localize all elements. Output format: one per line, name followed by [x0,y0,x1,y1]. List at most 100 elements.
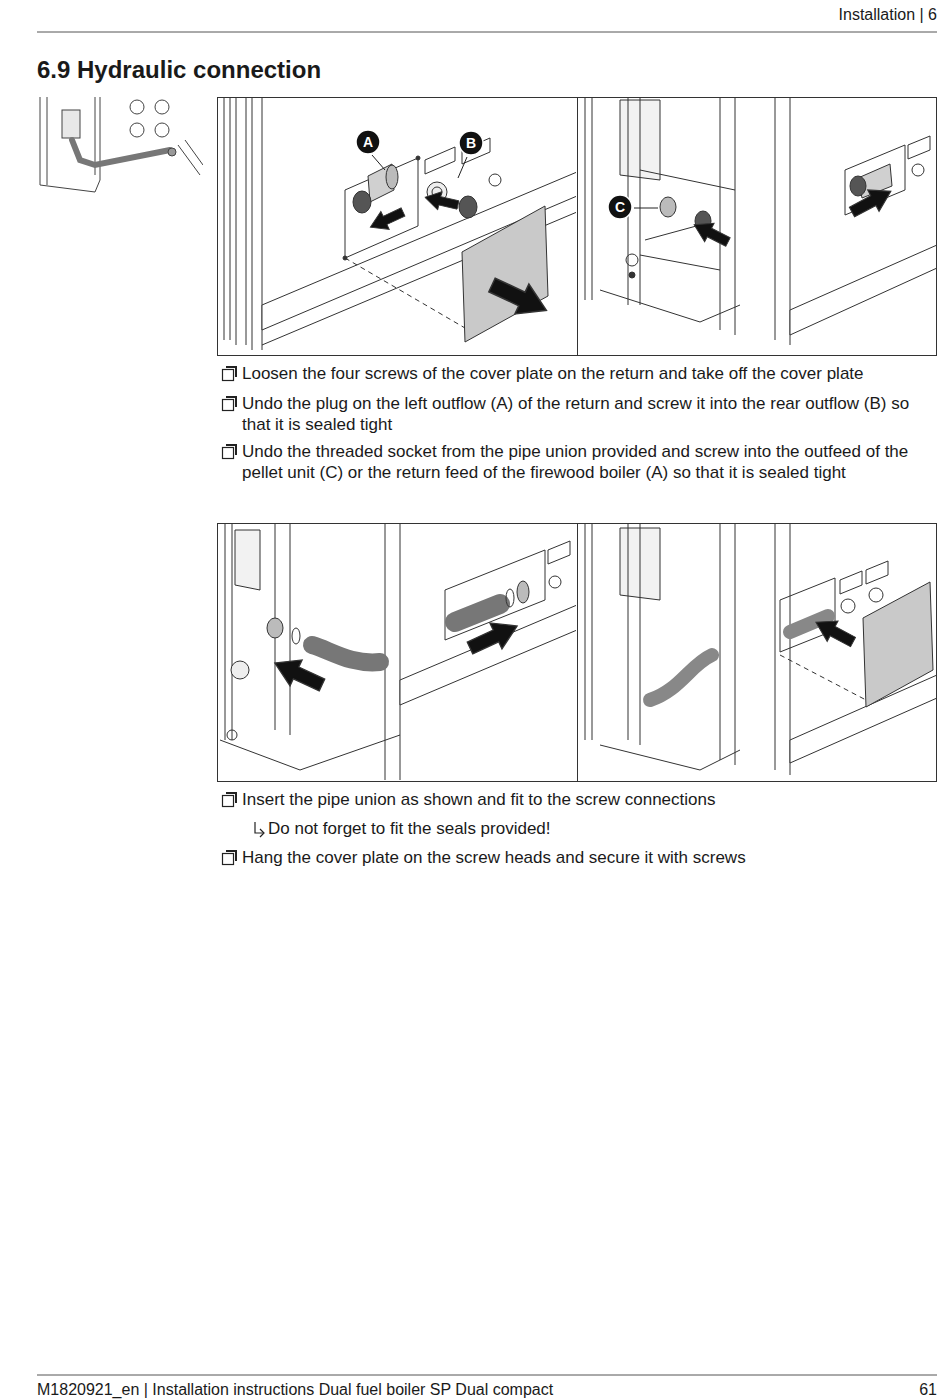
boiler-drawing [720,98,721,330]
thumbnail [130,100,144,114]
callout-outline [608,195,632,219]
running-header: Installation | 6 [839,5,937,25]
footer-text: M1820921_en | Installation instructions … [37,1380,553,1400]
boiler-drawing [224,98,225,340]
boiler-drawing [353,191,371,213]
boiler-drawing [689,215,732,251]
boiler-drawing [790,524,791,775]
boiler-drawing [458,157,467,178]
boiler-drawing [840,571,862,594]
boiler-drawing [236,98,237,345]
header-rule [37,32,937,33]
boiler-drawing [780,655,866,700]
boiler-drawing [386,165,398,189]
note-text: Do not forget to fit the seals provided! [268,818,937,839]
thumbnail [100,97,101,180]
instruction-step: Insert the pipe union as shown and fit t… [242,789,937,810]
boiler-drawing [345,258,465,328]
boiler-drawing [626,254,638,266]
thumbnail [40,97,41,185]
boiler-drawing [235,530,260,590]
boiler-drawing [416,156,420,160]
thumbnail [168,148,176,156]
thumbnail [185,140,203,165]
thumbnail [47,97,48,185]
boiler-drawing [372,155,385,170]
boiler-drawing [345,158,418,258]
boiler-drawing [850,176,866,196]
boiler-drawing [549,576,561,588]
boiler-drawing [810,612,858,652]
boiler-drawing [600,745,740,770]
boiler-drawing [220,524,576,780]
boiler-drawing [634,208,658,209]
boiler-drawing [400,524,401,780]
boiler-drawing [775,98,776,340]
boiler-drawing [506,589,514,607]
boiler-drawing [640,98,641,305]
boiler-drawing [640,524,641,745]
checkbox-symbol [223,854,234,865]
panel-frame [218,98,937,356]
panel-frame [218,98,937,782]
boiler-drawing [585,524,936,775]
checkbox-symbol [223,448,234,459]
instruction-step: Undo the threaded socket from the pipe u… [242,441,937,483]
boiler-drawing [912,164,924,176]
callout-circle: C [607,194,633,220]
boiler-drawing [790,675,936,763]
boiler-drawing [841,599,855,613]
section-title: 6.9 Hydraulic connection [37,56,321,84]
boiler-drawing [640,255,720,270]
boiler-drawing [292,628,300,644]
boiler-drawing [600,290,740,322]
boiler-drawing [592,98,593,300]
callout-letter: A [363,134,373,150]
panel-frame [577,98,578,356]
boiler-drawing [425,147,455,174]
thumbnail [155,123,169,137]
boiler-drawing [231,661,249,679]
note-arrow-symbol [260,829,264,837]
boiler-drawing [735,524,736,765]
panel-frame [218,524,937,782]
instruction-step: Hang the cover plate on the screw heads … [242,847,937,868]
boiler-drawing [846,181,896,223]
boiler-drawing [385,524,386,780]
thumbnail [62,110,80,138]
thumbnail [178,145,200,175]
boiler-drawing [585,524,586,740]
thumbnail [72,140,170,165]
checkbox-symbol [223,367,237,865]
boiler-drawing [592,524,593,740]
boiler-drawing [232,524,233,740]
boiler-drawing [464,613,523,661]
boiler-drawing [548,541,570,564]
callout-circle: A [355,129,381,155]
footer-rule [37,1375,937,1376]
boiler-drawing [645,225,700,240]
boiler-drawing [459,196,477,218]
thumbnail [40,97,203,192]
boiler-drawing [312,645,380,662]
panel-frame [577,524,578,782]
boiler-drawing [224,98,576,350]
boiler-drawing [585,98,586,300]
callout-letter: B [466,135,476,151]
boiler-drawing [252,98,253,350]
thumbnail [155,100,169,114]
boiler-drawing [455,604,500,622]
boiler-drawing [790,245,936,335]
boiler-drawing [640,170,735,190]
boiler-drawing [775,524,776,770]
boiler-drawing [628,524,629,740]
footer-rule [37,1375,937,1376]
callout-circle: B [458,130,484,156]
checkbox-symbol [223,400,234,411]
callout-outline [356,130,380,154]
boiler-drawing [423,188,460,214]
boiler-drawing [735,98,736,335]
boiler-drawing [650,655,712,700]
